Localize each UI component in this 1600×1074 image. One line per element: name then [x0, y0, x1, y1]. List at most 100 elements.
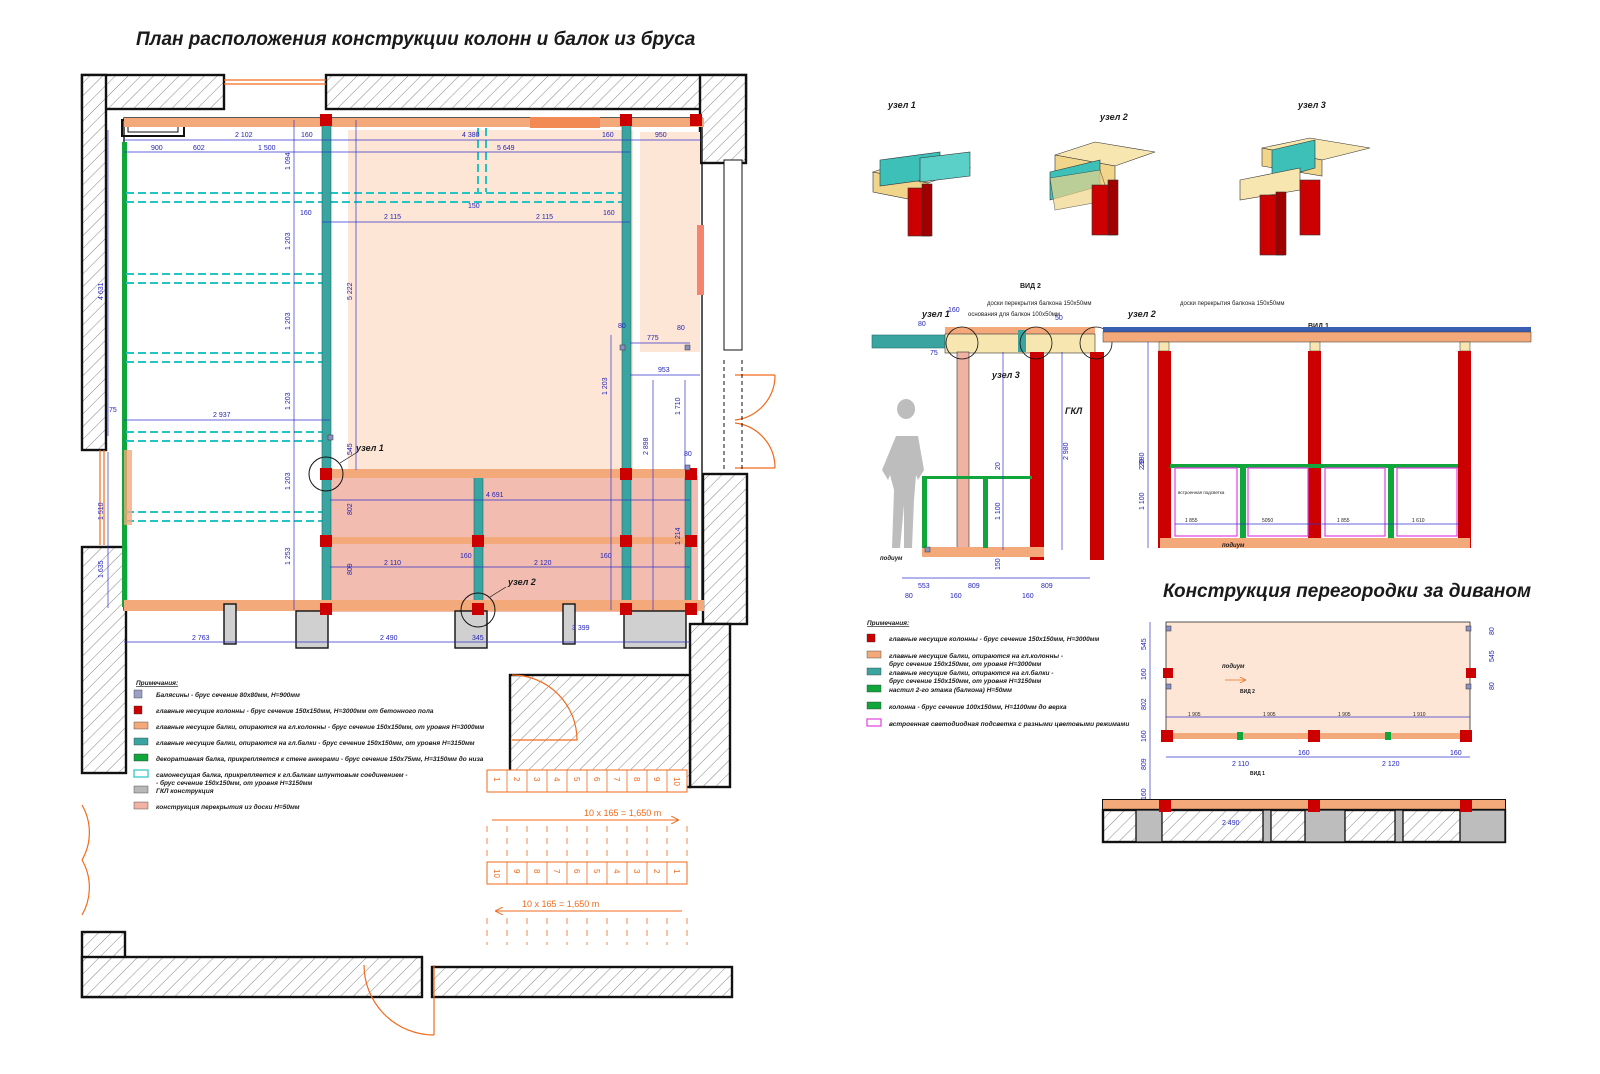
dim-545: 545: [347, 443, 354, 455]
legend-text-beam_teal: главные несущие балки, опираются на гл.б…: [156, 739, 475, 747]
dim-75: 75: [109, 407, 117, 414]
plan-dimension-lines: [107, 120, 702, 643]
dim-160: 160: [460, 553, 472, 560]
dim-2763: 2 763: [192, 635, 210, 642]
legend-left: Примечания: Балясины - брус сечение 80х8…: [133, 680, 484, 811]
dim-1905: 1 905: [1188, 712, 1201, 718]
legend-text-self_beam: - брус сечение 150х150мм, от уровня Н=31…: [156, 779, 313, 787]
partition-view2-ref: ВИД 2: [1240, 689, 1255, 695]
legend-swatch-beam_teal: [133, 737, 149, 746]
dim-809: 809: [347, 563, 354, 575]
elev-node2-label: узел 2: [1127, 309, 1156, 319]
dim-2115: 2 115: [384, 214, 401, 221]
dim-1905: 1 905: [1263, 712, 1276, 718]
dim-4691: 4 691: [486, 492, 504, 499]
dim-2120: 2 120: [1382, 761, 1400, 768]
top-step-10: 10: [672, 777, 681, 786]
dim-809: 809: [968, 583, 980, 590]
top-step-2: 2: [512, 777, 521, 782]
dim-160: 160: [948, 307, 960, 314]
legend-swatch-deck: [866, 684, 882, 693]
top-step-9: 9: [652, 777, 661, 782]
dim-160: 160: [1450, 750, 1462, 757]
dim-2490: 2 490: [380, 635, 398, 642]
legend-text-deco: декоративная балка, прикрепляется к стен…: [156, 755, 484, 763]
dim-900: 900: [151, 145, 163, 152]
legend-swatch-beam_orange: [133, 721, 149, 730]
dim-160: 160: [603, 210, 615, 217]
dim-2490: 2 490: [1222, 820, 1240, 827]
node1-sketch: [871, 151, 972, 237]
top-step-6: 6: [592, 777, 601, 782]
dim-345: 345: [472, 635, 484, 642]
peach-area-main: [348, 130, 633, 470]
dim-160: 160: [1298, 750, 1310, 757]
elev-node1-label: узел 1: [921, 309, 950, 319]
dim-1855: 1 855: [1185, 518, 1198, 524]
dim-1203: 1 203: [285, 472, 292, 490]
node-sketches: узел 1 узел 2 узел 3: [871, 100, 1371, 256]
bottom-step-7: 4: [612, 869, 621, 874]
partition-view1-ref: ВИД 1: [1250, 771, 1265, 777]
dim-1214: 1 214: [675, 527, 682, 545]
view1-elevation: доски перекрытия балкона 150х50мм ВИД 1 …: [1102, 301, 1532, 549]
dim-1100: 1 100: [995, 502, 1002, 520]
balcony-boards-label: основания для балкон 100х50мм: [968, 312, 1060, 318]
backlight-label: встроенная подсветка: [1178, 490, 1225, 495]
dim-2102: 2 102: [235, 132, 253, 139]
dim-80: 80: [905, 593, 913, 600]
stairs-bottom-label: 10 x 165 = 1,650 m: [522, 899, 599, 909]
self-bearing-beams: [126, 128, 630, 522]
dim-809: 809: [1141, 758, 1148, 770]
legend-text-beam_orange: главные несущие балки, опираются на гл.к…: [156, 723, 484, 731]
dim-5649: 5 649: [497, 145, 515, 152]
dim-545: 545: [1489, 650, 1496, 662]
legend-swatch-column: [866, 633, 876, 643]
dim-809: 809: [1041, 583, 1053, 590]
legend-text-beam_teal: главные несущие балки, опираются на гл.б…: [889, 669, 1053, 677]
legend-swatch-column: [133, 705, 143, 715]
legend-text-beam_orange: брус сечение 150х150мм, от уровня Н=3000…: [889, 660, 1042, 668]
node3-title: узел 3: [1297, 100, 1326, 110]
dim-2110: 2 110: [384, 560, 401, 567]
dim-2980: 2 980: [1139, 452, 1146, 470]
dim-553: 553: [918, 583, 930, 590]
legend-text-baluster: Балясины - брус сечение 80х80мм, Н=900мм: [156, 691, 300, 699]
legend-swatch-led: [866, 718, 882, 727]
orange-deck-beams: [124, 469, 704, 611]
dim-2937: 2 937: [213, 412, 231, 419]
human-scale-figure: [882, 399, 924, 548]
legend-text-col_small: колонна - брус сечение 100х150мм, Н=1100…: [889, 703, 1067, 711]
dim-1910: 1 910: [1413, 712, 1426, 718]
dim-2120: 2 120: [534, 560, 552, 567]
legend-text-self_beam: самонесущая балка, прикрепляется к гл.ба…: [156, 771, 408, 779]
dim-1905: 1 905: [1338, 712, 1351, 718]
dim-802: 802: [347, 503, 354, 515]
top-step-5: 5: [572, 777, 581, 782]
dim-80: 80: [1489, 627, 1496, 635]
main-columns: [320, 114, 702, 615]
dim-1500: 1 500: [258, 145, 276, 152]
partition-title: Конструкция перегородки за диваном: [1163, 581, 1531, 602]
dim-160: 160: [1022, 593, 1034, 600]
legend-text-beam_orange: главные несущие балки, опираются на гл.к…: [889, 652, 1063, 660]
dim-2980: 2 980: [1063, 442, 1070, 460]
bottom-step-6: 5: [592, 869, 601, 874]
top-step-8: 8: [632, 777, 641, 782]
legend-right: Примечания: главные несущие колонны - бр…: [866, 620, 1129, 728]
dim-1710: 1 710: [675, 397, 682, 415]
dim-150: 150: [995, 558, 1002, 570]
dim-80: 80: [918, 321, 926, 328]
dim-1203: 1 203: [285, 392, 292, 410]
dim-3399: 3 399: [572, 625, 590, 632]
dim-4380: 4 380: [462, 132, 480, 139]
legend-swatch-gkl: [133, 785, 149, 794]
dim-20: 20: [995, 462, 1002, 470]
plan-dimensions: 2 102 160 4 380 160 950 900 602 1 500 5 …: [98, 132, 692, 642]
view2-title: ВИД 2: [1020, 283, 1041, 290]
dim-2110: 2 110: [1232, 761, 1249, 768]
dim-20: 20: [1139, 459, 1146, 467]
podium-label-v1: подиум: [1222, 543, 1245, 549]
